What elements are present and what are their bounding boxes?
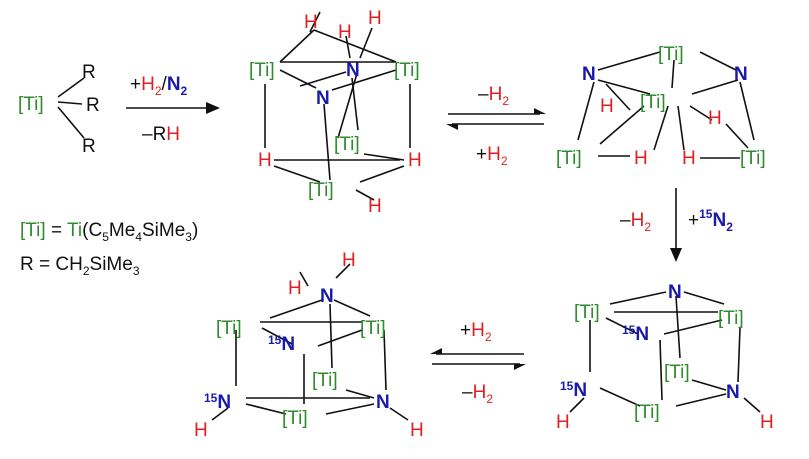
svg-text:15N: 15N — [204, 391, 231, 413]
plus-sign: + — [130, 74, 141, 95]
isotope-label: 15 — [560, 379, 574, 393]
minus-rh-byproduct: –R — [142, 124, 166, 145]
reaction-arrow-1: +H2/N2 –RH — [126, 74, 220, 145]
h-label: H — [760, 412, 774, 433]
h-label: H — [338, 22, 352, 43]
r-abbrev: R = CH — [20, 254, 83, 275]
n-label: N — [582, 64, 596, 85]
h-label: H — [368, 196, 382, 217]
h-label: H — [408, 150, 422, 171]
reaction-arrow-down: –H2 +15N2 — [620, 188, 733, 262]
legend: [Ti] = Ti(C5Me4SiMe3) R = CH2SiMe3 — [20, 220, 198, 278]
r-label: R — [82, 62, 96, 83]
n-label: N — [668, 282, 682, 303]
ti-label: [Ti] — [658, 44, 684, 65]
svg-text:+H2: +H2 — [460, 320, 492, 344]
h-label: H — [258, 150, 272, 171]
ti-label: [Ti] — [574, 302, 600, 323]
h-label: H — [194, 420, 208, 441]
ti-label: [Ti] — [334, 134, 360, 155]
ti-label: [Ti] — [360, 318, 386, 339]
ti-abbrev: [Ti] — [20, 220, 46, 241]
n-label: N — [734, 64, 748, 85]
h-label: H — [556, 412, 570, 433]
ti-label: [Ti] — [634, 402, 660, 423]
h-label: H — [708, 108, 722, 129]
h-label: H — [342, 250, 356, 271]
isotope-label: 15 — [622, 323, 636, 337]
ti-label: [Ti] — [556, 148, 582, 169]
r-label: R — [82, 136, 96, 157]
svg-text:15N: 15N — [560, 379, 587, 401]
n-label: N — [346, 60, 360, 81]
svg-text:[Ti] = Ti(C5Me4SiMe3): [Ti] = Ti(C5Me4SiMe3) — [20, 220, 198, 244]
n-label: N — [281, 334, 295, 355]
starting-complex: [Ti] R R R — [18, 62, 100, 157]
svg-text:–RH: –RH — [142, 124, 180, 145]
isotope-label: 15 — [268, 333, 282, 347]
svg-text:R = CH2SiMe3: R = CH2SiMe3 — [20, 254, 140, 278]
n2-reagent: N — [167, 74, 181, 95]
hydride-imide-cluster: [Ti] [Ti] N N [Ti] [Ti] H H H H H H — [249, 8, 422, 217]
ti-label: [Ti] — [216, 318, 242, 339]
ti-label: [Ti] — [664, 362, 690, 383]
h-label: H — [634, 148, 648, 169]
ti-label: [Ti] — [718, 308, 744, 329]
h-label: H — [600, 96, 614, 117]
bis-nitride-cluster: N N [Ti] [Ti] H H [Ti] H H [Ti] — [556, 44, 766, 169]
svg-text:+H2: +H2 — [476, 144, 508, 168]
h-label: H — [410, 420, 424, 441]
ti-label: [Ti] — [249, 60, 275, 81]
n-label: N — [726, 382, 740, 403]
r-label: R — [86, 95, 100, 116]
isotope-label: 15 — [204, 391, 218, 405]
equilibrium-arrow-2: +H2 –H2 — [430, 320, 526, 406]
n-label: N — [573, 380, 587, 401]
ti-label: [Ti] — [282, 408, 308, 429]
n-label: N — [316, 88, 330, 109]
ti-label: [Ti] — [740, 148, 766, 169]
h-label: H — [304, 12, 318, 33]
svg-text:+H2/N2: +H2/N2 — [130, 74, 188, 98]
svg-text:15N: 15N — [268, 333, 295, 355]
svg-text:15N: 15N — [622, 323, 649, 345]
ti-label: [Ti] — [18, 94, 44, 115]
h-label: H — [368, 8, 382, 29]
ti-label: [Ti] — [312, 370, 338, 391]
ti-label: [Ti] — [308, 180, 334, 201]
h-label: H — [288, 278, 302, 299]
h2-reagent: H — [141, 74, 155, 95]
svg-text:+15N2: +15N2 — [688, 207, 733, 234]
n-label: N — [320, 286, 334, 307]
n-label: N — [217, 392, 231, 413]
ti-label: [Ti] — [394, 60, 420, 81]
svg-text:–H2: –H2 — [620, 210, 651, 234]
equilibrium-arrow-1: –H2 +H2 — [446, 84, 546, 168]
labeled-imide-cube: H H N [Ti] [Ti] 15N [Ti] 15N N [Ti] H H — [194, 250, 424, 441]
n-label: N — [376, 392, 390, 413]
svg-text:–H2: –H2 — [462, 382, 493, 406]
ti-label: [Ti] — [640, 92, 666, 113]
h-label: H — [682, 148, 696, 169]
n-label: N — [635, 324, 649, 345]
svg-text:–H2: –H2 — [478, 84, 509, 108]
nitride-imide-cube: N [Ti] [Ti] 15N [Ti] 15N N [Ti] H H — [556, 282, 774, 433]
